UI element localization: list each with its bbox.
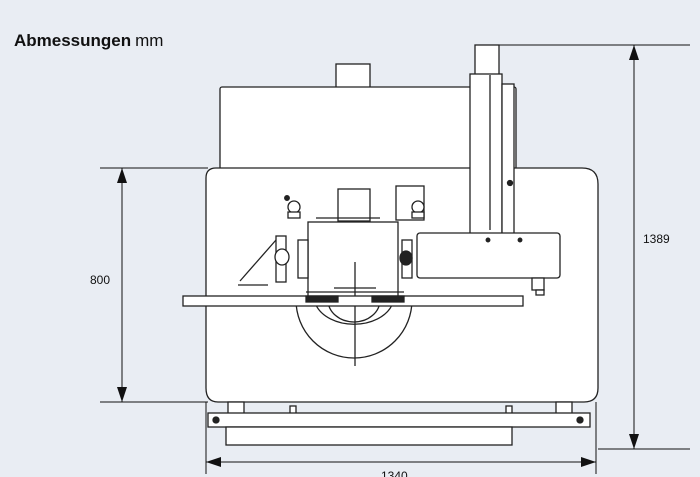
dim-label-1340: 1340 [381, 469, 408, 477]
foot-left [227, 401, 245, 415]
blade-guard [295, 299, 413, 359]
title-unit: mm [135, 31, 164, 50]
saw-table [182, 295, 524, 307]
knob-left [287, 200, 301, 214]
knob-right [411, 200, 425, 214]
machine [182, 44, 599, 446]
base-plinth [225, 426, 513, 446]
dim-label-1389: 1389 [643, 232, 670, 246]
dim-width-total [205, 402, 597, 474]
width-label-mask [360, 470, 420, 477]
dim-height-total [498, 44, 690, 450]
dim-table-height [100, 167, 208, 403]
base-frame [207, 412, 591, 428]
column-top [474, 44, 500, 76]
foot-right [555, 401, 573, 415]
column-guide [501, 83, 515, 235]
title-main: Abmessungen [14, 31, 132, 50]
motor-block [416, 232, 561, 279]
dim-label-800: 800 [90, 273, 110, 287]
blade-hood [337, 188, 371, 222]
exhaust-port [335, 63, 371, 89]
column [469, 73, 503, 235]
